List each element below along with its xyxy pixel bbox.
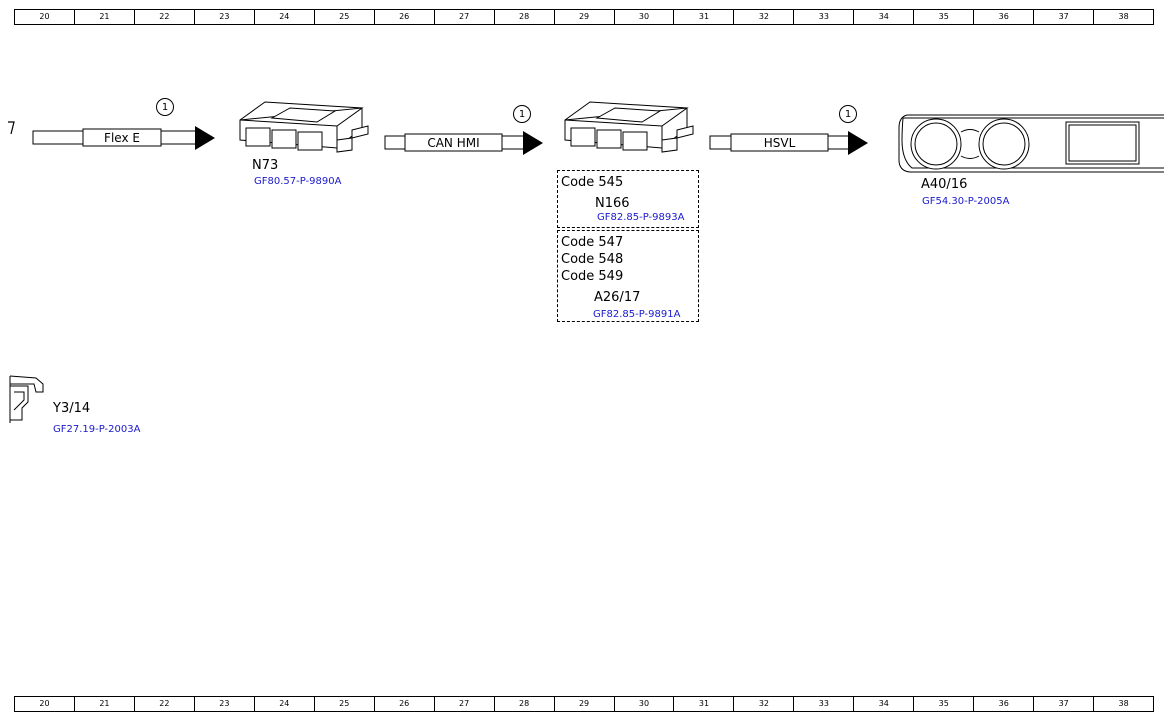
ruler-column-25: 25 [313,697,374,711]
ruler-column-22: 22 [133,697,194,711]
ruler-column-38: 38 [1093,10,1155,24]
a40-16-label: A40/16 [921,177,968,192]
flex-e-bus-label: Flex E [104,131,140,145]
hsvl-connector [709,131,868,155]
flex-e-connector [32,126,215,150]
hsvl-bus-label: HSVL [763,136,796,150]
a40-16-instrument-cluster-drawing [898,114,1164,173]
ruler-column-29: 29 [553,697,614,711]
ruler-column-26: 26 [373,10,434,24]
ruler-column-32: 32 [733,697,793,711]
flex-e-marker-circle: 1 [156,98,174,116]
ruler-column-33: 33 [793,697,853,711]
ruler-column-24: 24 [253,697,314,711]
ruler-column-30: 30 [613,10,674,24]
ruler-column-29: 29 [553,10,614,24]
ruler-column-31: 31 [673,10,733,24]
y3-14-label: Y3/14 [53,401,91,416]
hsvl-marker-circle: 1 [839,105,857,123]
ruler-column-26: 26 [373,697,434,711]
ruler-column-30: 30 [613,697,674,711]
ruler-column-23: 23 [193,697,254,711]
a26-17-code-2: Code 548 [561,252,624,267]
a26-17-code-1: Code 547 [561,235,624,250]
can-hmi-connector [384,131,543,155]
ruler-column-34: 34 [853,697,913,711]
n73-control-unit-drawing [239,101,369,153]
y3-14-reference-link[interactable]: GF27.19-P-2003A [53,424,141,435]
ruler-column-35: 35 [913,697,973,711]
ruler-column-28: 28 [493,10,554,24]
left-edge-fragment-mark [8,121,15,135]
y3-14-component-fragment [9,375,44,423]
ruler-column-31: 31 [673,697,733,711]
n73-reference-link[interactable]: GF80.57-P-9890A [254,176,342,187]
ruler-column-32: 32 [733,10,793,24]
ruler-column-23: 23 [193,10,254,24]
a26-17-reference-link[interactable]: GF82.85-P-9891A [593,309,681,320]
ruler-column-20: 20 [14,10,74,24]
n166-control-unit-drawing [564,101,694,153]
a26-17-label: A26/17 [594,290,641,305]
n166-code-label: Code 545 [561,175,624,190]
ruler-column-36: 36 [973,10,1033,24]
n73-label: N73 [252,158,279,173]
a26-17-variant-box [557,230,699,322]
ruler-column-20: 20 [14,697,74,711]
ruler-column-37: 37 [1033,10,1093,24]
a26-17-code-3: Code 549 [561,269,624,284]
ruler-column-34: 34 [853,10,913,24]
ruler-column-28: 28 [493,697,554,711]
a40-16-reference-link[interactable]: GF54.30-P-2005A [922,196,1010,207]
ruler-column-27: 27 [433,10,494,24]
ruler-column-21: 21 [73,697,134,711]
n166-label: N166 [595,196,630,211]
can-hmi-bus-label: CAN HMI [427,136,480,150]
can-hmi-marker-circle: 1 [513,105,531,123]
ruler-column-27: 27 [433,697,494,711]
ruler-column-35: 35 [913,10,973,24]
ruler-column-21: 21 [73,10,134,24]
ruler-column-22: 22 [133,10,194,24]
ruler-column-25: 25 [313,10,374,24]
n166-variant-box [557,170,699,228]
ruler-column-36: 36 [973,697,1033,711]
n166-reference-link[interactable]: GF82.85-P-9893A [597,212,685,223]
ruler-column-38: 38 [1093,697,1155,711]
ruler-column-24: 24 [253,10,314,24]
ruler-column-33: 33 [793,10,853,24]
ruler-column-37: 37 [1033,697,1093,711]
